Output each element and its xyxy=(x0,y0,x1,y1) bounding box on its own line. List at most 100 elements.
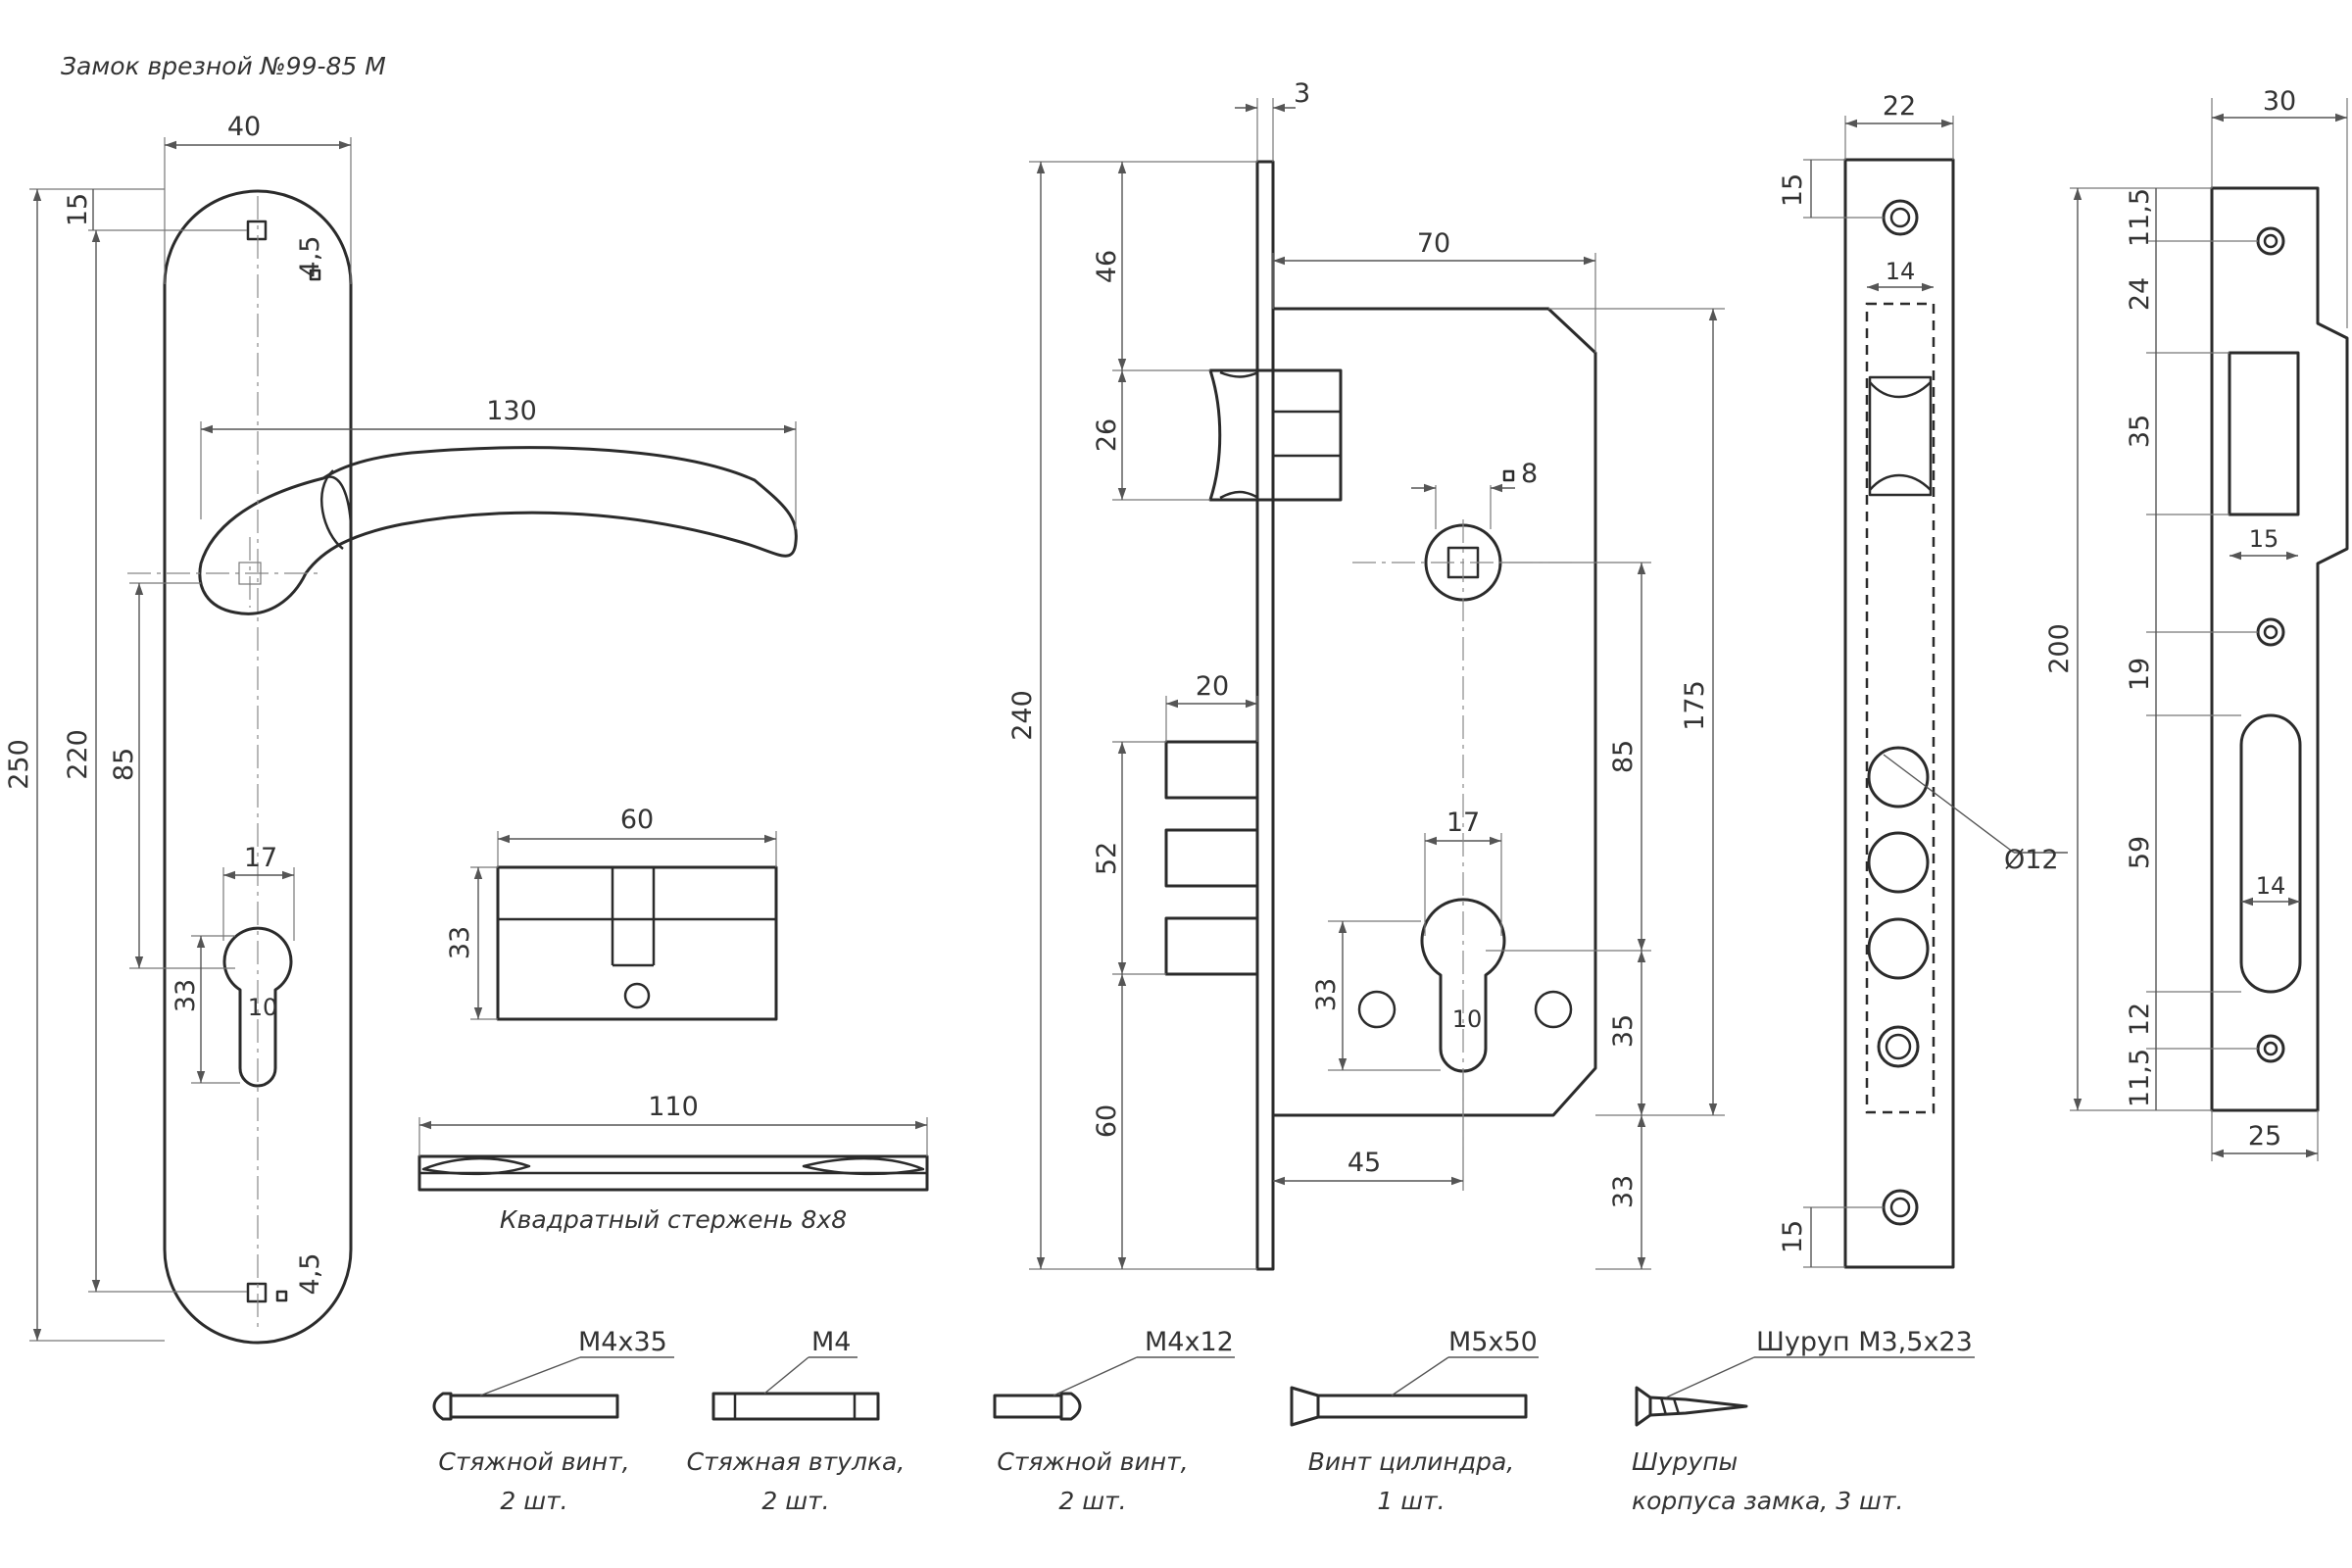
part-2-name: Стяжная втулка, xyxy=(687,1447,906,1476)
dim-cylinder-offset: 85 xyxy=(109,748,139,781)
dim-latch-height: 26 xyxy=(1092,418,1122,452)
dim-cylinder-height: 33 xyxy=(445,926,475,959)
dim-hole-size-top: 4,5 xyxy=(295,236,325,278)
dim-strike-top: 11,5 xyxy=(2125,188,2155,247)
dim-strike-width: 30 xyxy=(2263,86,2296,117)
dim-body-to-bottom: 33 xyxy=(1608,1175,1639,1208)
part-screw-m4x12: M4x12 Стяжной винт, 2 шт. xyxy=(993,1327,1235,1515)
strike-top-screw xyxy=(2256,226,2285,256)
dim-strike-slot-width: 14 xyxy=(2256,872,2286,900)
handle-keyhole xyxy=(222,926,293,1088)
bottom-screw-hole xyxy=(246,1282,268,1303)
dim-strike-35: 35 xyxy=(2125,415,2155,448)
dim-body-depth: 70 xyxy=(1417,228,1450,259)
dim-bottom-to-bolt: 60 xyxy=(1092,1104,1122,1138)
dim-spindle-square: 8 xyxy=(1521,459,1538,489)
fasteners-row: M4x35 Стяжной винт, 2 шт. M4 Стяжная вту… xyxy=(432,1327,1975,1515)
dim-strike-12: 12 xyxy=(2125,1003,2155,1036)
dim-handle-top-hole: 15 xyxy=(63,193,93,226)
faceplate-front xyxy=(1843,158,1955,1269)
dim-strike-height: 200 xyxy=(2044,623,2075,674)
dim-backset: 45 xyxy=(1348,1148,1381,1178)
part-1-name: Стяжной винт, xyxy=(438,1447,629,1476)
front-bolt-hole-1 xyxy=(1867,746,1930,808)
faceplate-front-view: 22 15 14 Ø12 15 xyxy=(1778,91,2068,1269)
part-3-qty: 2 шт. xyxy=(1058,1487,1126,1515)
deadbolt-3 xyxy=(1164,916,1259,976)
dim-bolt-span: 52 xyxy=(1092,842,1122,875)
dim-strike-bottom-width: 25 xyxy=(2248,1121,2281,1152)
latch-bolt xyxy=(1208,368,1343,502)
dim-faceplate-thickness: 3 xyxy=(1294,78,1310,109)
dim-top-to-latch: 46 xyxy=(1092,250,1122,283)
dim-strike-15: 15 xyxy=(2249,525,2279,553)
spindle-label: Квадратный стержень 8x8 xyxy=(500,1205,847,1234)
cylinder-body xyxy=(496,865,778,1021)
front-bottom-screw xyxy=(1882,1189,1919,1226)
dim-lock-cyl-height: 33 xyxy=(1311,978,1342,1011)
lever-handle xyxy=(198,446,798,615)
part-2-spec: M4 xyxy=(811,1327,851,1357)
strike-middle-screw xyxy=(2256,617,2285,647)
drawing-title: Замок врезной №99-85 М xyxy=(61,52,386,80)
dim-handle-width: 40 xyxy=(227,112,261,142)
part-5-name: Шурупы xyxy=(1632,1447,1738,1476)
dim-front-hole-top: 15 xyxy=(1778,173,1808,207)
dim-handle-to-cyl: 85 xyxy=(1608,740,1639,773)
strike-latch-opening xyxy=(2228,351,2300,516)
part-4-qty: 1 шт. xyxy=(1377,1487,1445,1515)
part-sleeve-m4: M4 Стяжная втулка, 2 шт. xyxy=(687,1327,906,1515)
part-2-qty: 2 шт. xyxy=(761,1487,829,1515)
spindle-view: 110 Квадратный стержень 8x8 xyxy=(417,1092,929,1234)
dim-cylinder-length: 60 xyxy=(620,805,654,835)
dim-body-height: 175 xyxy=(1680,680,1710,731)
lock-screw-hole-right xyxy=(1534,990,1573,1029)
dim-front-slot-width: 14 xyxy=(1886,258,1916,285)
part-4-name: Винт цилиндра, xyxy=(1308,1447,1515,1476)
front-bolt-hole-2 xyxy=(1867,831,1930,894)
strike-plate xyxy=(2210,186,2349,1112)
part-1-spec: M4x35 xyxy=(578,1327,667,1357)
dim-front-hole-bottom: 15 xyxy=(1778,1220,1808,1253)
part-3-spec: M4x12 xyxy=(1145,1327,1234,1357)
dim-bolt-diameter: Ø12 xyxy=(2004,845,2059,875)
dim-hole-size-bottom: 4,5 xyxy=(295,1253,325,1296)
dim-strike-24: 24 xyxy=(2125,277,2155,311)
part-3-name: Стяжной винт, xyxy=(997,1447,1188,1476)
dim-cyl-height: 33 xyxy=(171,979,201,1012)
cylinder-screw-hole xyxy=(623,982,651,1009)
part-4-spec: M5x50 xyxy=(1448,1327,1538,1357)
part-1-qty: 2 шт. xyxy=(500,1487,567,1515)
dim-cyl-to-bottom: 35 xyxy=(1608,1014,1639,1048)
part-5-spec: Шуруп М3,5x23 xyxy=(1756,1327,1973,1357)
dim-strike-59: 59 xyxy=(2125,836,2155,869)
part-screw-m4x35: M4x35 Стяжной винт, 2 шт. xyxy=(432,1327,674,1515)
front-middle-screw xyxy=(1877,1025,1920,1068)
dim-lock-cyl-slot: 10 xyxy=(1452,1005,1483,1033)
part-screw-m5x50: M5x50 Винт цилиндра, 1 шт. xyxy=(1290,1327,1539,1515)
strike-bottom-screw xyxy=(2256,1034,2285,1063)
strike-plate-view: 30 200 11,5 24 35 19 59 12 11,5 15 14 25 xyxy=(2044,86,2349,1161)
handle-plate-view: 40 15 4,5 130 250 220 85 17 33 10 4,5 xyxy=(4,112,798,1345)
deadbolt-2 xyxy=(1164,828,1259,888)
dim-plate-height: 250 xyxy=(4,739,34,790)
lock-faceplate xyxy=(1255,160,1275,1271)
dim-faceplate-height: 240 xyxy=(1007,690,1038,741)
top-screw-hole xyxy=(246,220,268,241)
deadbolt-1 xyxy=(1164,740,1259,800)
lock-body-view: 3 70 240 46 26 8 20 52 60 175 xyxy=(1007,78,1725,1271)
front-top-screw xyxy=(1882,199,1919,236)
handle-plate xyxy=(163,189,353,1345)
dim-front-width: 22 xyxy=(1883,91,1916,122)
dim-cyl-width: 17 xyxy=(244,843,277,873)
cylinder-view: 60 33 xyxy=(445,805,778,1021)
dim-strike-19: 19 xyxy=(2125,658,2155,691)
dim-strike-bottom: 11,5 xyxy=(2125,1049,2155,1107)
dim-bolt-projection: 20 xyxy=(1196,671,1229,702)
lock-keyhole xyxy=(1420,898,1506,1073)
part-5-qty: корпуса замка, 3 шт. xyxy=(1632,1487,1903,1515)
strike-bolt-slot xyxy=(2239,713,2302,994)
dim-handle-length: 130 xyxy=(486,396,537,426)
dim-hole-spacing: 220 xyxy=(63,729,93,780)
